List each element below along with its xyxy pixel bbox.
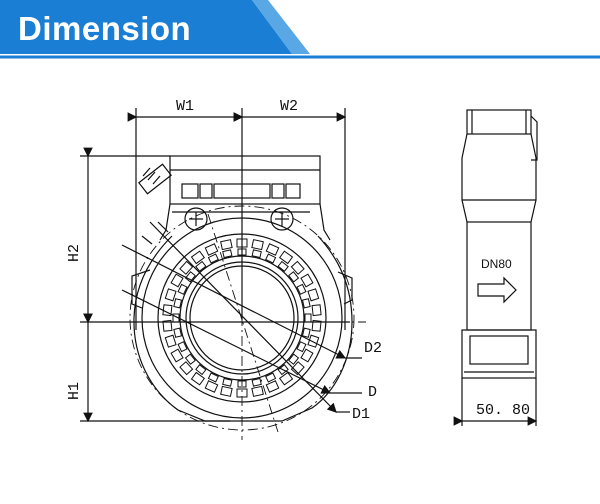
- label-side-width: 50. 80: [476, 402, 530, 419]
- ring-slot: [265, 372, 277, 383]
- flow-direction-icon: [477, 276, 517, 304]
- ring-slot: [251, 385, 264, 397]
- ring-slot: [296, 341, 307, 353]
- ring-slot: [265, 243, 280, 256]
- ring-slot: [207, 372, 219, 383]
- ring-slot: [265, 380, 280, 393]
- ring-slot: [204, 380, 219, 393]
- ring-slot: [173, 298, 183, 309]
- ring-slot: [304, 313, 312, 323]
- ring-slot: [177, 283, 188, 295]
- ring-slot: [173, 327, 183, 338]
- ring-slot: [236, 238, 248, 248]
- ring-slot: [190, 250, 206, 265]
- ring-slot: [277, 260, 289, 272]
- ring-slot: [162, 304, 173, 317]
- ring-slot: [220, 239, 233, 251]
- ring-slot: [236, 388, 248, 398]
- ring-slot: [307, 334, 320, 348]
- ring-slots: [162, 238, 322, 398]
- label-pipe-size: DN80: [481, 257, 512, 271]
- ring-slot: [278, 371, 294, 386]
- ring-slot: [237, 380, 247, 388]
- ring-slot: [278, 250, 294, 265]
- ring-slot: [177, 341, 188, 353]
- cable-connector: [138, 163, 172, 195]
- ring-slot: [195, 260, 207, 272]
- ring-slot: [207, 253, 219, 264]
- ring-slot: [164, 334, 177, 348]
- ring-slot: [301, 327, 311, 338]
- label-d1: D1: [352, 406, 370, 423]
- ring-slot: [184, 271, 196, 283]
- label-h1: H1: [66, 382, 83, 400]
- ring-slot: [170, 348, 184, 363]
- ring-slot: [251, 249, 262, 259]
- ring-slot: [265, 253, 277, 264]
- ring-slot: [170, 273, 184, 288]
- ring-slot: [222, 249, 233, 259]
- diameter-leaders: [121, 221, 362, 413]
- label-w1: W1: [176, 98, 194, 115]
- ring-slot: [190, 371, 206, 386]
- label-d: D: [368, 384, 377, 401]
- ring-slot: [311, 319, 322, 332]
- ring-slot: [222, 377, 233, 387]
- ring-slot: [164, 288, 177, 302]
- label-d2: D2: [364, 340, 382, 357]
- ring-slot: [288, 271, 300, 283]
- ring-slot: [184, 353, 196, 365]
- ring-slot: [290, 260, 305, 275]
- ring-slot: [237, 248, 247, 256]
- ring-slot: [277, 364, 289, 376]
- ring-slot: [251, 377, 262, 387]
- header-banner: Dimension: [0, 0, 600, 62]
- label-h2: H2: [66, 244, 83, 262]
- ring-slot: [204, 243, 219, 256]
- ring-slot: [300, 348, 314, 363]
- banner-shape: [0, 0, 600, 59]
- side-view: [453, 109, 538, 426]
- ring-slot: [311, 304, 322, 317]
- ring-slot: [300, 273, 314, 288]
- page-title: Dimension: [18, 10, 192, 47]
- top-housing: [138, 155, 331, 241]
- ring-slot: [307, 288, 320, 302]
- ring-slot: [251, 239, 264, 251]
- ring-slot: [179, 361, 194, 376]
- ring-slot: [220, 385, 233, 397]
- ring-slot: [290, 361, 305, 376]
- ring-slot: [195, 364, 207, 376]
- ring-slot: [172, 313, 180, 323]
- label-w2: W2: [280, 98, 298, 115]
- ring-slot: [162, 319, 173, 332]
- sensor-body: [131, 217, 353, 422]
- ring-slot: [288, 353, 300, 365]
- ring-slot: [179, 260, 194, 275]
- ring-slot: [296, 283, 307, 295]
- ring-slot: [301, 298, 311, 309]
